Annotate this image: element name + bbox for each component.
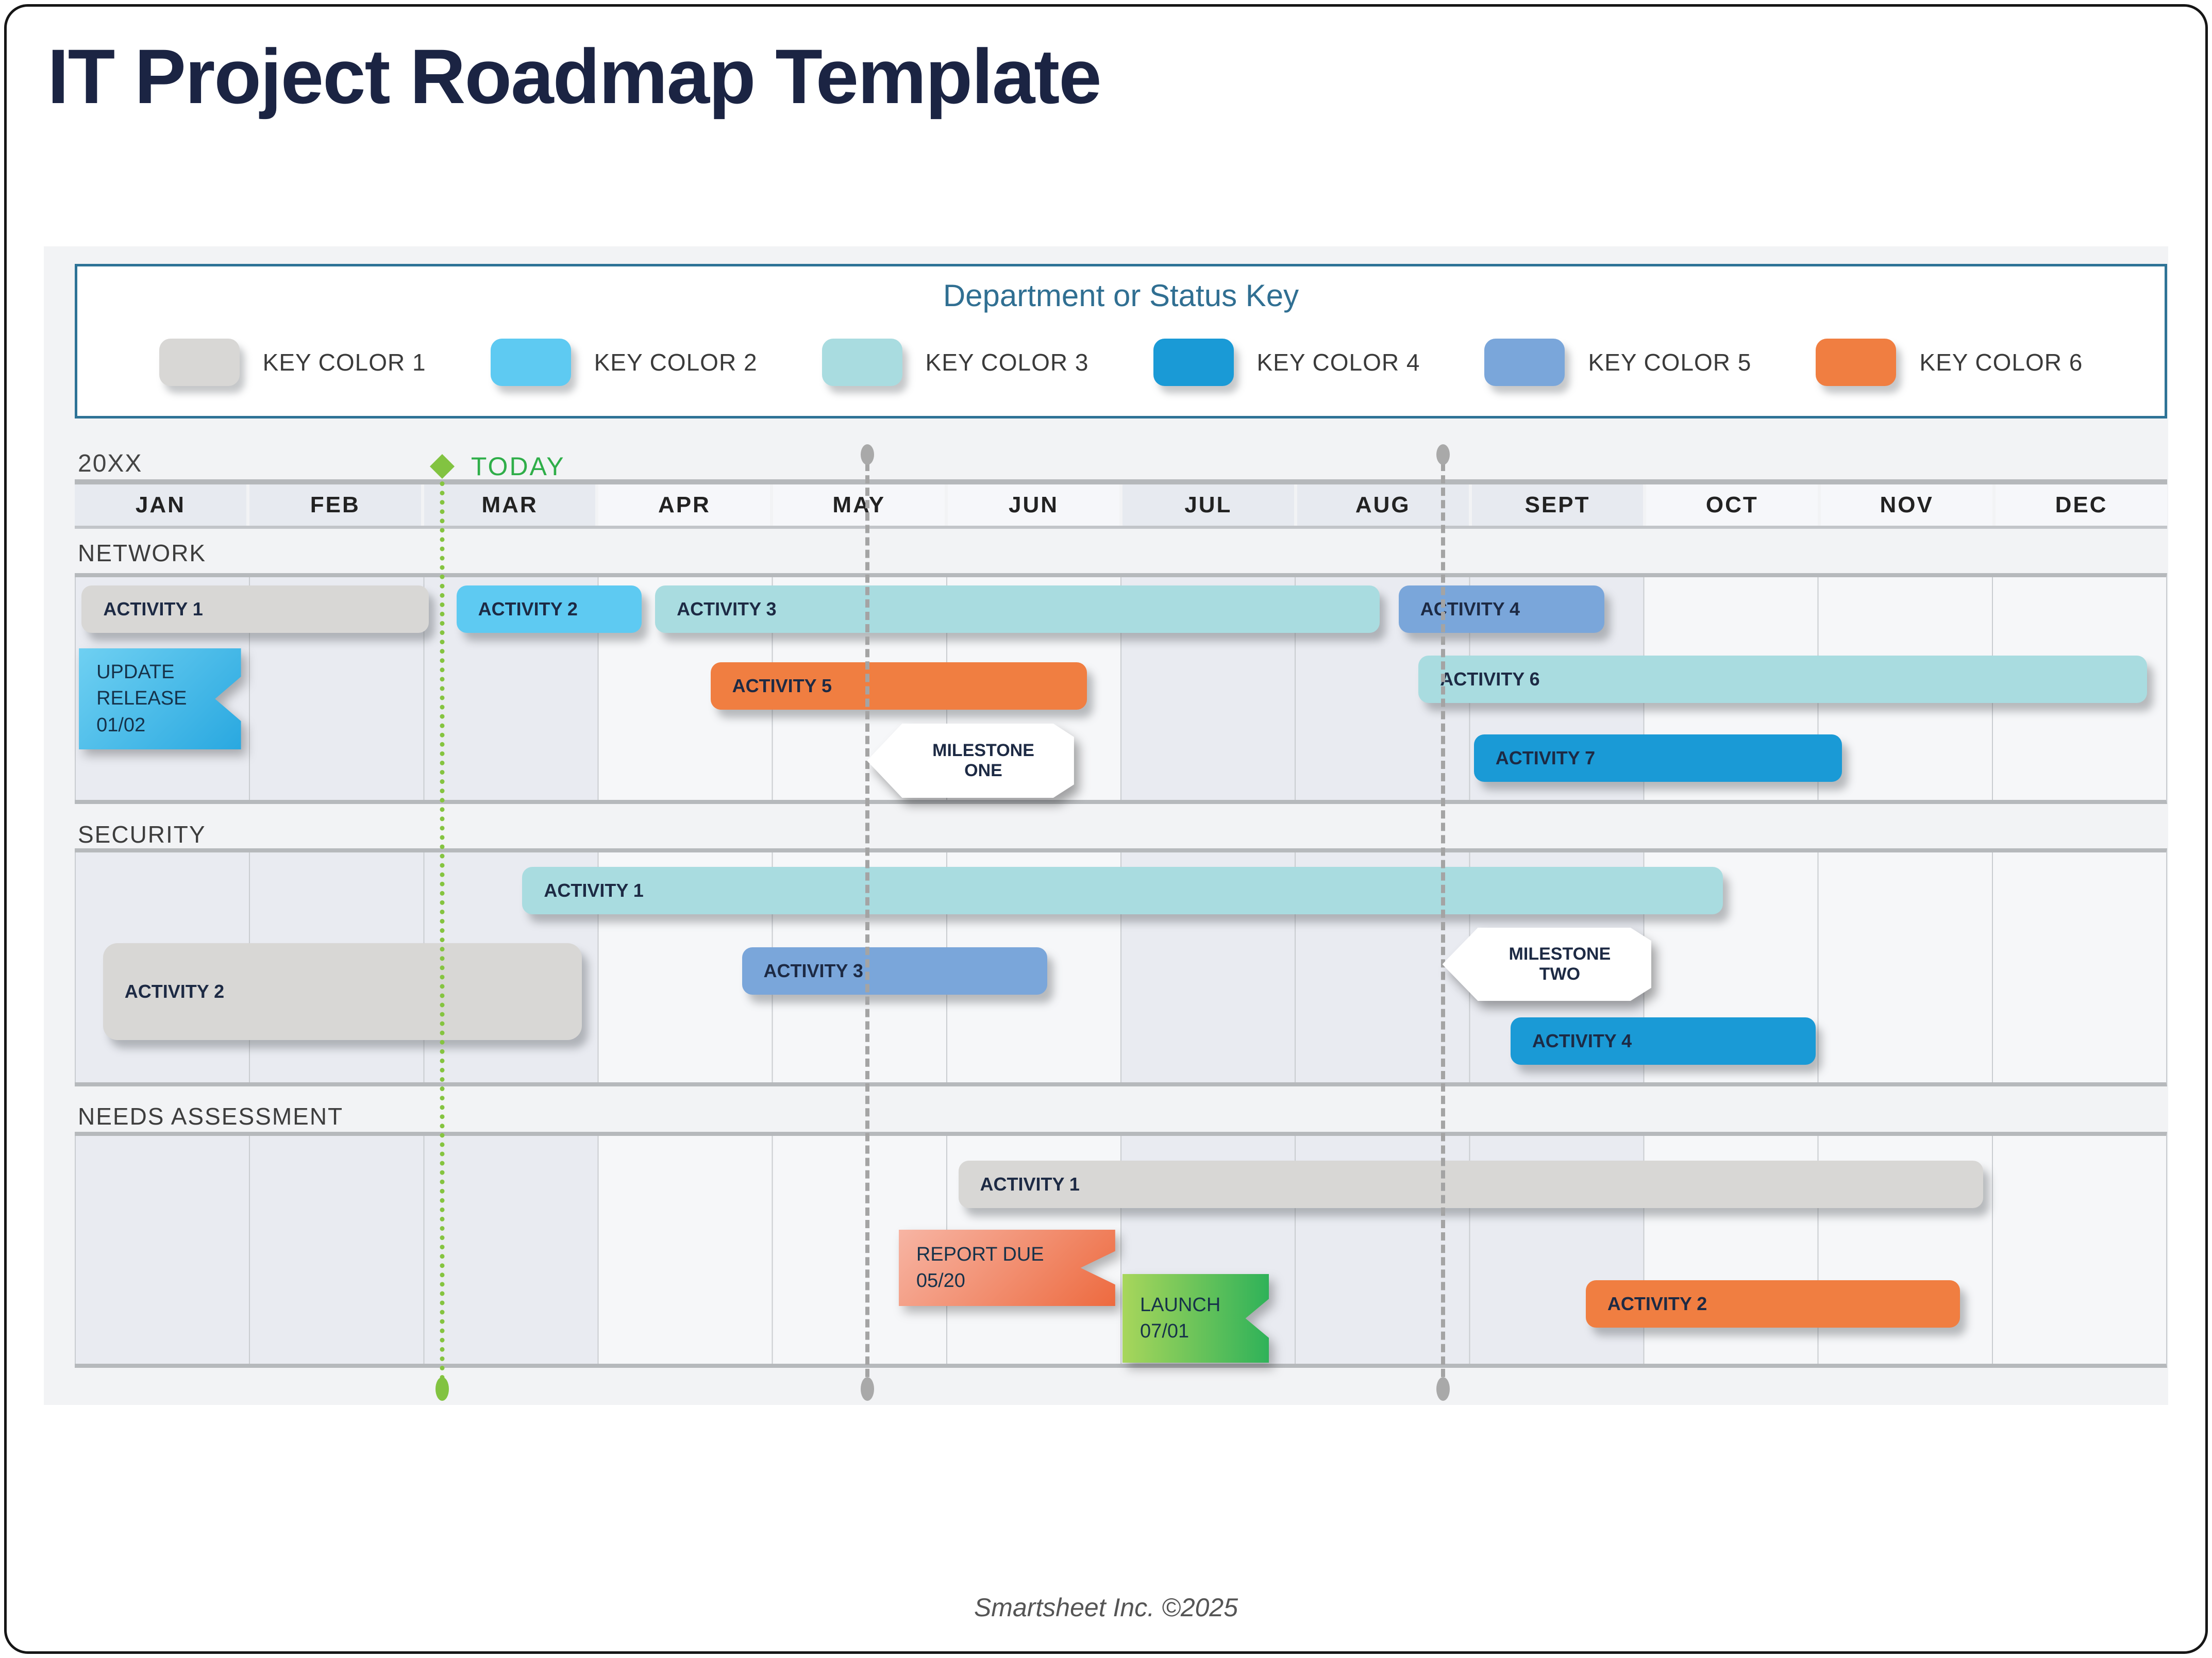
- bar-label: ACTIVITY 5: [732, 675, 832, 696]
- needs-activity-2-bar: ACTIVITY 2: [1585, 1280, 1960, 1328]
- section-band-network: ACTIVITY 1 ACTIVITY 2 ACTIVITY 3 ACTIVIT…: [75, 573, 2167, 804]
- milestone-one-callout: MILESTONE ONE: [867, 724, 1074, 798]
- bar-label: ACTIVITY 6: [1440, 668, 1540, 690]
- key-color-3-label: KEY COLOR 3: [925, 349, 1089, 376]
- network-activity-1-bar: ACTIVITY 1: [81, 585, 429, 633]
- report-due-flag: REPORT DUE 05/20: [898, 1230, 1115, 1306]
- bar-label: ACTIVITY 7: [1495, 747, 1596, 768]
- section-label-needs-assessment: NEEDS ASSESSMENT: [78, 1103, 344, 1130]
- reference-line-2-top-marker: [1436, 444, 1450, 465]
- legend-title: Department or Status Key: [943, 278, 1299, 313]
- flag-body: UPDATE RELEASE 01/02: [79, 648, 241, 749]
- needs-activity-1-bar: ACTIVITY 1: [958, 1161, 1983, 1208]
- month-cell-jan: JAN: [75, 484, 246, 526]
- legend-box: Department or Status Key KEY COLOR 1 KEY…: [75, 264, 2167, 418]
- timeline-grid: 20XX TODAY JAN FEB MAR APR MAY JUN JUL A…: [75, 0, 2167, 1443]
- reference-line-2: [1440, 463, 1445, 1389]
- flag-date: 01/02: [96, 714, 146, 736]
- legend-item-key2: KEY COLOR 2: [490, 339, 758, 386]
- callout-body: MILESTONE ONE: [867, 724, 1074, 798]
- flag-body: LAUNCH 07/01: [1122, 1274, 1269, 1363]
- network-activity-6-bar: ACTIVITY 6: [1418, 656, 2148, 703]
- month-cell-jun: JUN: [948, 484, 1119, 526]
- key-color-1-swatch: [159, 339, 240, 386]
- flag-label: REPORT DUE: [916, 1243, 1044, 1265]
- reference-line-1-top-marker: [860, 444, 874, 465]
- security-activity-4-bar: ACTIVITY 4: [1510, 1017, 1816, 1065]
- key-color-5-label: KEY COLOR 5: [1588, 349, 1752, 376]
- legend-row: KEY COLOR 1 KEY COLOR 2 KEY COLOR 3 KEY …: [77, 339, 2165, 386]
- flag-date: 07/01: [1140, 1320, 1189, 1342]
- bar-label: ACTIVITY 2: [124, 981, 225, 1002]
- flag-date: 05/20: [916, 1270, 965, 1292]
- month-cell-aug: AUG: [1297, 484, 1469, 526]
- callout-body: MILESTONE TWO: [1442, 928, 1652, 1001]
- today-diamond-icon: [429, 454, 455, 479]
- today-marker: TODAY: [429, 451, 565, 481]
- bar-label: ACTIVITY 2: [1607, 1293, 1707, 1314]
- security-activity-2-bar: ACTIVITY 2: [103, 943, 582, 1040]
- month-cell-nov: NOV: [1821, 484, 1993, 526]
- flag-label: UPDATE RELEASE: [96, 661, 187, 710]
- month-cell-sept: SEPT: [1471, 484, 1644, 526]
- key-color-1-label: KEY COLOR 1: [262, 349, 426, 376]
- bar-label: ACTIVITY 3: [763, 960, 863, 981]
- bar-label: ACTIVITY 1: [544, 880, 644, 901]
- month-cell-dec: DEC: [1996, 484, 2167, 526]
- bar-label: ACTIVITY 1: [103, 598, 203, 619]
- bar-label: ACTIVITY 2: [478, 598, 578, 619]
- legend-item-key4: KEY COLOR 4: [1153, 339, 1420, 386]
- legend-item-key5: KEY COLOR 5: [1484, 339, 1751, 386]
- month-header-top-strip: [75, 479, 2167, 484]
- month-cell-jul: JUL: [1122, 484, 1294, 526]
- launch-flag: LAUNCH 07/01: [1122, 1274, 1269, 1363]
- section-band-security: ACTIVITY 1 ACTIVITY 2 ACTIVITY 3 ACTIVIT…: [75, 848, 2167, 1086]
- today-label: TODAY: [471, 452, 565, 481]
- bar-label: ACTIVITY 3: [677, 598, 777, 619]
- network-activity-3-bar: ACTIVITY 3: [655, 585, 1380, 633]
- month-cell-mar: MAR: [424, 484, 596, 526]
- bar-label: ACTIVITY 4: [1532, 1030, 1632, 1051]
- reference-line-2-bottom-marker: [1436, 1377, 1450, 1401]
- month-cell-apr: APR: [598, 484, 770, 526]
- section-label-security: SECURITY: [78, 821, 206, 848]
- key-color-6-label: KEY COLOR 6: [1919, 349, 2083, 376]
- key-color-4-label: KEY COLOR 4: [1256, 349, 1420, 376]
- key-color-3-swatch: [822, 339, 902, 386]
- key-color-2-label: KEY COLOR 2: [594, 349, 758, 376]
- legend-item-key3: KEY COLOR 3: [822, 339, 1089, 386]
- security-activity-1-bar: ACTIVITY 1: [522, 867, 1723, 914]
- today-line-bottom-marker: [435, 1377, 449, 1401]
- month-cell-feb: FEB: [249, 484, 421, 526]
- network-activity-5-bar: ACTIVITY 5: [710, 662, 1087, 710]
- page-title: IT Project Roadmap Template: [47, 33, 1102, 120]
- legend-item-key1: KEY COLOR 1: [159, 339, 426, 386]
- section-label-network: NETWORK: [78, 540, 207, 566]
- month-cell-may: MAY: [773, 484, 945, 526]
- bar-label: ACTIVITY 1: [980, 1174, 1080, 1195]
- month-header-row: JAN FEB MAR APR MAY JUN JUL AUG SEPT OCT…: [75, 484, 2167, 529]
- legend-item-key6: KEY COLOR 6: [1816, 339, 2083, 386]
- key-color-5-swatch: [1484, 339, 1565, 386]
- flag-label: LAUNCH: [1140, 1294, 1221, 1316]
- milestone-two-callout: MILESTONE TWO: [1442, 928, 1652, 1001]
- section-band-needs-assessment: ACTIVITY 1 ACTIVITY 2 REPORT DUE 05/20 L…: [75, 1132, 2167, 1368]
- key-color-6-swatch: [1816, 339, 1897, 386]
- key-color-2-swatch: [490, 339, 571, 386]
- key-color-4-swatch: [1153, 339, 1234, 386]
- network-activity-2-bar: ACTIVITY 2: [456, 585, 642, 633]
- network-activity-4-bar: ACTIVITY 4: [1398, 585, 1605, 633]
- flag-body: REPORT DUE 05/20: [898, 1230, 1115, 1306]
- year-label: 20XX: [78, 450, 143, 477]
- today-reference-line: [440, 472, 445, 1389]
- network-activity-7-bar: ACTIVITY 7: [1473, 734, 1842, 782]
- bar-label: ACTIVITY 4: [1420, 598, 1520, 619]
- update-release-flag: UPDATE RELEASE 01/02: [79, 648, 241, 749]
- reference-line-1-bottom-marker: [860, 1377, 874, 1401]
- reference-line-1: [865, 463, 869, 1389]
- security-activity-3-bar: ACTIVITY 3: [742, 947, 1047, 995]
- footer-copyright: Smartsheet Inc. ©2025: [974, 1593, 1238, 1622]
- month-cell-oct: OCT: [1646, 484, 1818, 526]
